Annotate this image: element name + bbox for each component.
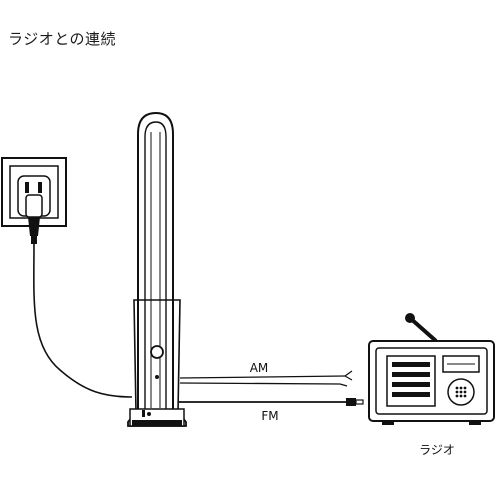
radio-label: ラジオ: [419, 443, 455, 457]
radio-antenna: [408, 316, 438, 343]
power-button: [150, 345, 164, 359]
fm-label: FM: [261, 409, 278, 423]
radio: [368, 313, 495, 425]
antenna-unit: [127, 111, 187, 427]
fm-cable: [178, 398, 364, 406]
power-cable: [33, 243, 133, 398]
brand-logo: [142, 410, 151, 417]
wall-outlet: [1, 157, 67, 244]
page-title: ラジオとの連続: [8, 30, 117, 48]
power-plug: [25, 194, 43, 244]
indicator-light: [155, 375, 159, 379]
am-cable: [179, 370, 353, 387]
am-label: AM: [250, 361, 269, 375]
radio-grille: [386, 355, 436, 407]
fm-connector: [346, 398, 356, 406]
